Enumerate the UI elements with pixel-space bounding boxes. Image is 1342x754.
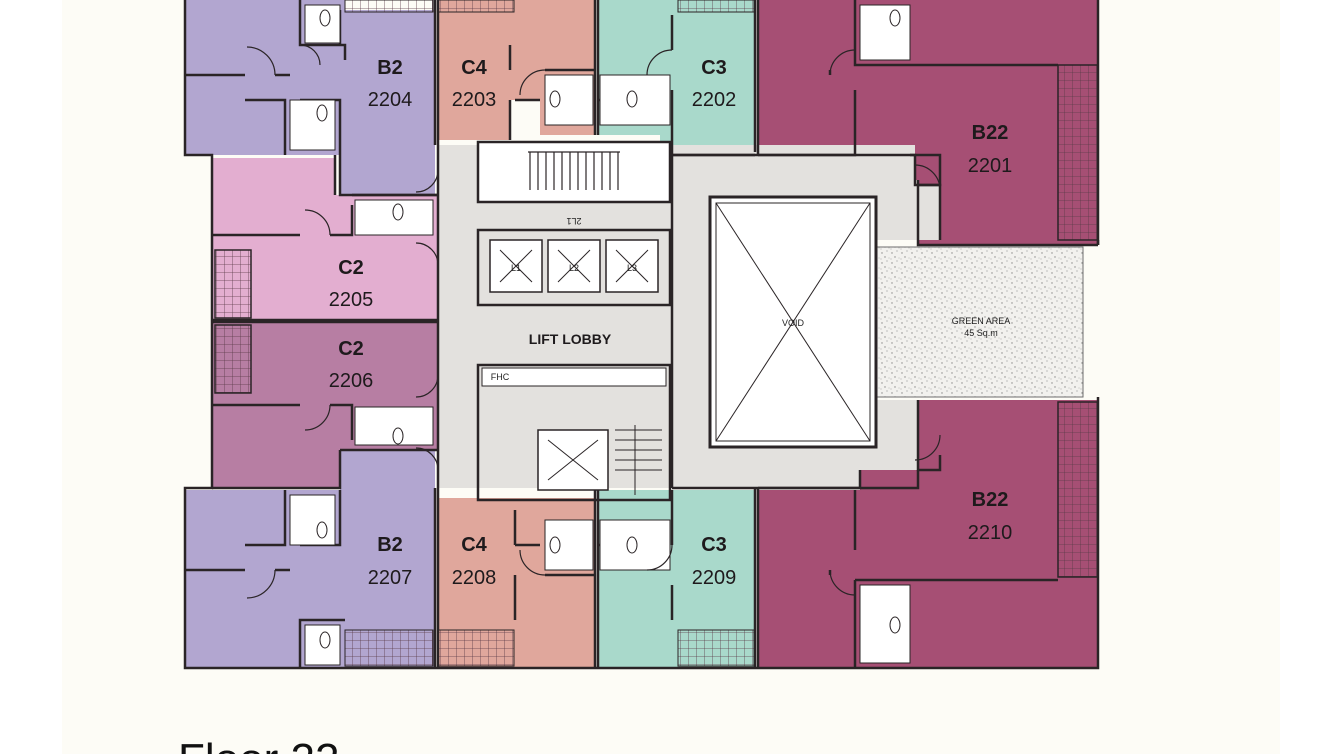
- unit-2207-type: B2: [377, 534, 403, 556]
- green-area: [875, 246, 1084, 398]
- lift-marker-label: 2L1: [566, 216, 581, 226]
- unit-2201-number: 2201: [968, 155, 1013, 177]
- doors: [246, 44, 941, 599]
- unit-2208-type: C4: [461, 534, 487, 556]
- unit-labels: B2 2204 C4 2203 C3 2202 B22 2201 C2 2205…: [329, 57, 1013, 589]
- floor-title: Floor 22: [178, 735, 339, 754]
- green-area-size: 45 Sq.m: [964, 328, 998, 338]
- balconies: [214, 0, 1099, 667]
- core: [476, 140, 878, 502]
- lift-shafts: [489, 239, 659, 293]
- unit-2210-area: [758, 400, 1098, 668]
- unit-2207-area: [185, 450, 435, 668]
- green-area-label: GREEN AREA: [952, 316, 1011, 326]
- unit-2204-type: B2: [377, 57, 403, 79]
- unit-2206-area: [212, 322, 438, 488]
- lift-2-label: L2: [569, 263, 579, 273]
- lift-3-label: L3: [627, 263, 637, 273]
- unit-2202-type: C3: [701, 57, 727, 79]
- unit-2207-number: 2207: [368, 567, 413, 589]
- fhc-label: FHC: [491, 372, 510, 382]
- unit-2204-number: 2204: [368, 89, 413, 111]
- unit-2209-type: C3: [701, 534, 727, 556]
- unit-2210-number: 2210: [968, 522, 1013, 544]
- unit-fills: [185, 0, 1098, 668]
- unit-2208-number: 2208: [452, 567, 497, 589]
- core-labels: LIFT LOBBY 2L1 L1 L2 L3 FHC VOID GREEN A…: [491, 216, 1011, 382]
- lift-lobby-label: LIFT LOBBY: [529, 331, 612, 347]
- unit-2202-number: 2202: [692, 89, 737, 111]
- void-label: VOID: [782, 318, 805, 328]
- unit-2205-area: [212, 158, 438, 320]
- unit-2206-number: 2206: [329, 370, 374, 392]
- lift-1-label: L1: [511, 263, 521, 273]
- unit-2201-area: [758, 0, 1098, 245]
- unit-2205-type: C2: [338, 257, 364, 279]
- unit-2204-area: [185, 0, 435, 195]
- unit-2203-number: 2203: [452, 89, 497, 111]
- unit-2201-type: B22: [972, 122, 1009, 144]
- unit-2206-type: C2: [338, 338, 364, 360]
- unit-2209-number: 2209: [692, 567, 737, 589]
- unit-2205-number: 2205: [329, 289, 374, 311]
- unit-2210-type: B22: [972, 489, 1009, 511]
- unit-2203-type: C4: [461, 57, 487, 79]
- bathroom-fixtures: [289, 4, 911, 666]
